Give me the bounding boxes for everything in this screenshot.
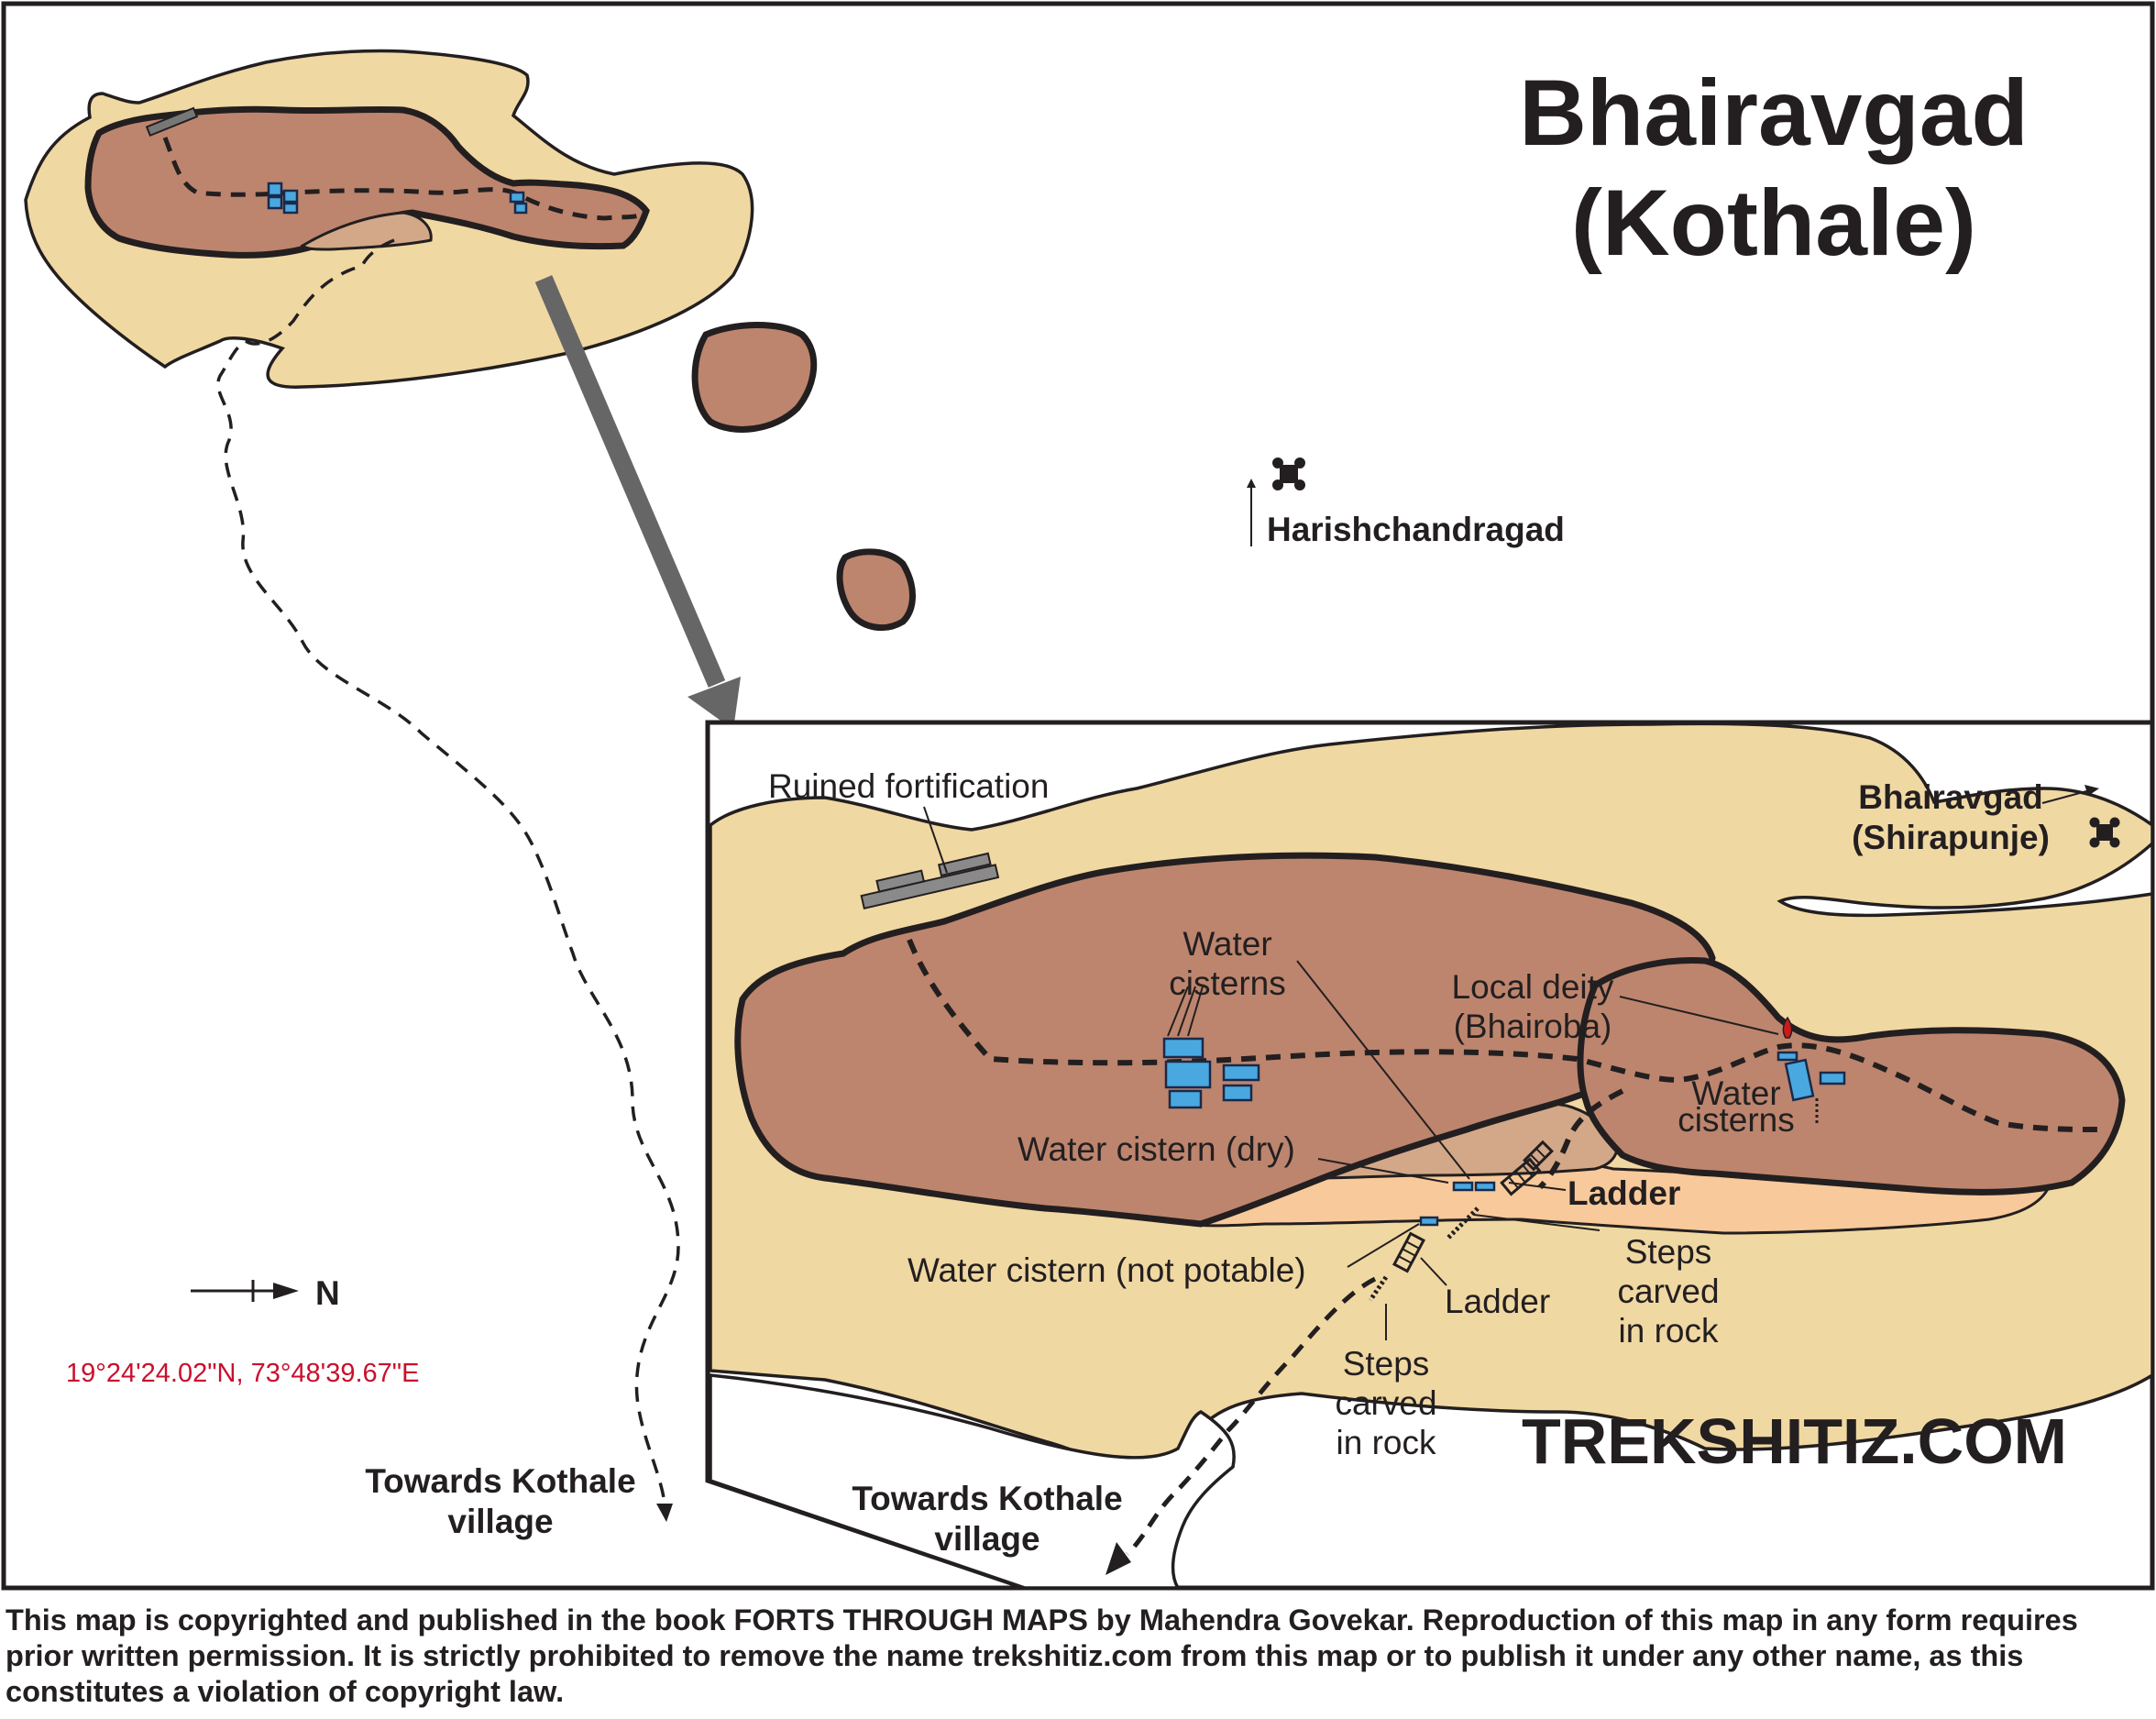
copyright-notice: This map is copyrighted and published in… — [6, 1603, 2078, 1708]
inset-rock-massif — [734, 852, 1716, 1228]
steps-icon — [1368, 1275, 1389, 1302]
rock-outcrop — [691, 322, 818, 433]
cistern-icon — [1168, 1089, 1203, 1109]
label-steps-carved-2b: carved — [1335, 1384, 1436, 1422]
label-ruined-fortification: Ruined fortification — [768, 767, 1049, 805]
label-local-deity-name: (Bhairoba) — [1454, 1008, 1612, 1045]
map-title-line2: (Kothale) — [1571, 171, 1976, 275]
label-water-cisterns-1: Water — [1182, 925, 1271, 963]
map-title-line1: Bhairavgad — [1519, 61, 2029, 165]
label-steps-carved-1b: carved — [1617, 1273, 1719, 1310]
cistern-icon — [1784, 1058, 1815, 1102]
overview-trail-to-kothale — [216, 238, 680, 1504]
label-ladder: Ladder — [1445, 1283, 1550, 1320]
north-arrow: N — [191, 1274, 340, 1312]
trail-end-arrow — [656, 1504, 673, 1522]
cistern-icon — [509, 191, 525, 204]
label-water-cistern-dry: Water cistern (dry) — [1018, 1130, 1295, 1168]
cistern-icon — [1452, 1181, 1474, 1192]
cistern-icon — [1419, 1216, 1439, 1227]
cistern-icon — [1222, 1084, 1253, 1102]
label-towards-kothale: Towards Kothale — [365, 1462, 635, 1500]
steps-icon — [1446, 1207, 1480, 1240]
label-local-deity: Local deity — [1452, 968, 1614, 1006]
cistern-icon — [513, 202, 528, 215]
label-steps-carved-1: Steps — [1625, 1233, 1712, 1271]
label-bhairavgad-shirapunje: Bhairavgad — [1858, 778, 2043, 816]
label-water-cisterns-1b: cisterns — [1169, 964, 1285, 1002]
cistern-icon — [1819, 1071, 1846, 1085]
gps-coordinates: 19°24'24.02"N, 73°48'39.67"E — [66, 1359, 419, 1388]
overview-ledge — [300, 211, 433, 251]
deity-icon — [1782, 1016, 1793, 1039]
cistern-icon — [1164, 1060, 1212, 1089]
inset-trail-branch — [1537, 1088, 1624, 1190]
overview-map — [24, 49, 754, 1522]
label-water-cistern-not-potable: Water cistern (not potable) — [908, 1251, 1306, 1289]
zoom-arrow — [534, 275, 741, 730]
fort-icon — [1272, 457, 1305, 490]
label-steps-carved-1c: in rock — [1619, 1312, 1719, 1350]
label-bhairavgad-shirapunje-b: (Shirapunje) — [1852, 819, 2050, 856]
plateau-bay — [1776, 840, 2154, 918]
inset-trail-main — [907, 938, 2100, 1132]
watermark-trekshitiz: TREKSHITIZ.COM — [1522, 1405, 2067, 1477]
cistern-icon — [1162, 1037, 1204, 1059]
inset-rock-massif-east — [1577, 957, 2126, 1196]
label-inset-towards-kothale-village: village — [934, 1520, 1040, 1558]
label-water-cisterns-2b: cisterns — [1678, 1101, 1794, 1139]
label-water-cisterns-2: Water — [1691, 1074, 1780, 1112]
plateau-valley — [709, 1373, 1236, 1590]
ladder-icon — [1500, 1157, 1542, 1196]
label-harishchandragad: Harishchandragad — [1267, 511, 1565, 548]
rock-outcrop — [836, 548, 916, 632]
cistern-icon — [1474, 1181, 1496, 1192]
cistern-icon — [282, 202, 299, 215]
north-label: N — [315, 1274, 340, 1312]
ruined-fortification-wall — [860, 852, 1000, 909]
overview-fortification — [145, 106, 199, 138]
fort-icon — [2089, 817, 2120, 848]
cistern-cluster-1 — [1162, 1037, 1260, 1109]
ladder-icon — [1523, 1140, 1554, 1172]
cistern-icon — [1222, 1063, 1260, 1082]
cistern-cluster-2 — [1776, 1051, 1846, 1102]
label-steps-carved-2: Steps — [1343, 1345, 1430, 1383]
cistern-icon — [267, 182, 283, 197]
cistern-icon — [282, 189, 299, 204]
label-towards-kothale-village: village — [447, 1503, 553, 1540]
label-steps-carved-2c: in rock — [1336, 1424, 1436, 1461]
cistern-icon — [267, 195, 283, 210]
label-inset-towards-kothale: Towards Kothale — [852, 1480, 1122, 1517]
north-arrow-icon — [273, 1283, 299, 1299]
trail-end-arrow — [1106, 1542, 1131, 1575]
inset-map: Ruined fortification Water cisterns Loca… — [705, 720, 2155, 1591]
ladder-icon — [1392, 1231, 1426, 1273]
overview-rock-massif — [84, 105, 650, 259]
harishchandragad-marker: Harishchandragad — [1247, 457, 1565, 548]
inset-trail-descent — [1126, 1276, 1377, 1556]
label-ladder-bold: Ladder — [1568, 1174, 1680, 1212]
cistern-icon — [1776, 1051, 1798, 1062]
